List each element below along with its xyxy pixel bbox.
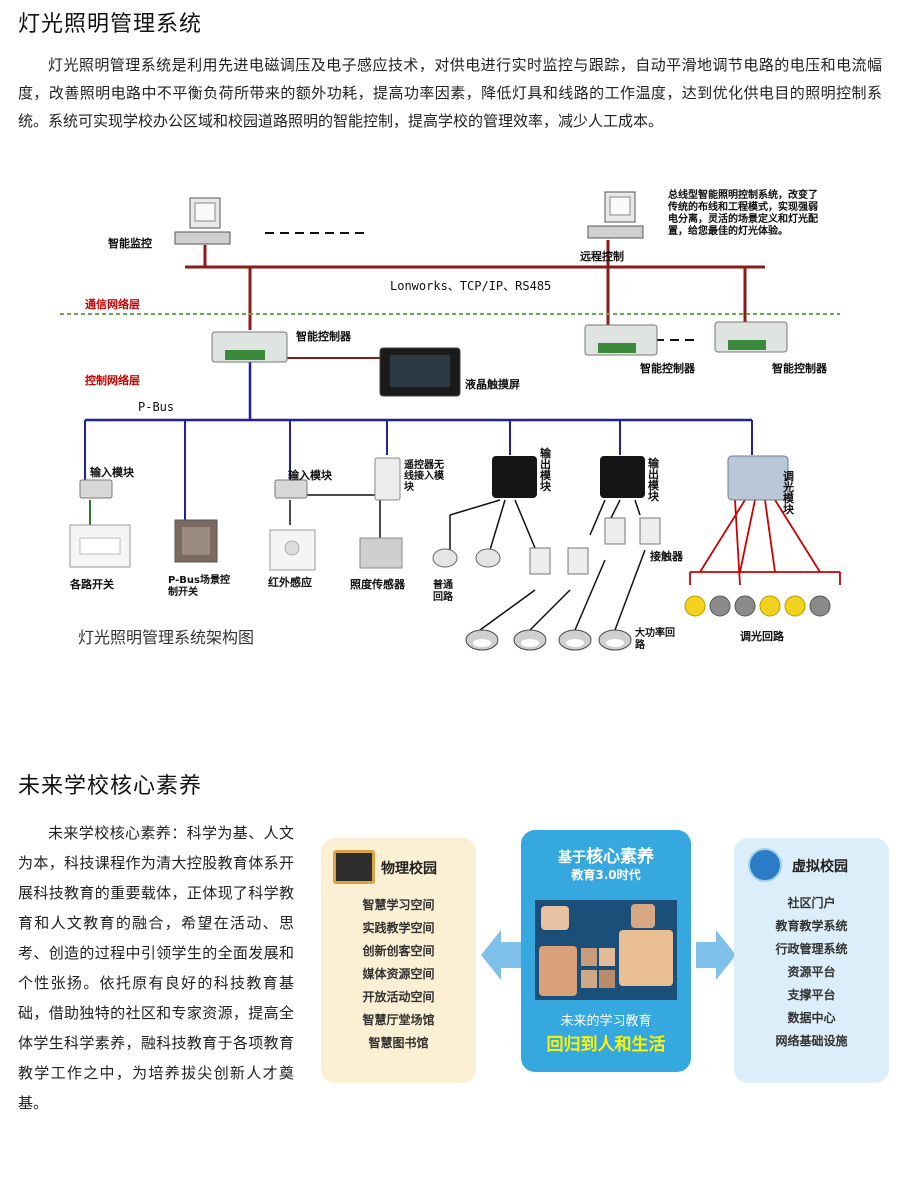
physical-item: 创新创客空间 — [362, 944, 435, 958]
label-smart-controller-main: 智能控制器 — [296, 330, 351, 343]
wireless-module-icon — [374, 457, 401, 501]
downlight-1-icon — [465, 629, 499, 651]
center-bottom-line2: 回归到人和生活 — [546, 1035, 666, 1055]
arrow-left-icon — [481, 930, 521, 980]
spot-lamp-1-icon — [432, 548, 458, 568]
core-literacy-paragraph: 未来学校核心素养：科学为基、人文为本，科技课程作为清大控股教育体系开展科技教育的… — [18, 824, 294, 1112]
label-comm-layer: 通信网络层 — [85, 298, 140, 311]
physical-item: 媒体资源空间 — [362, 967, 435, 981]
virtual-item: 资源平台 — [787, 965, 836, 979]
label-dimming-module: 调光模块 — [783, 470, 794, 516]
infrared-sensor-icon — [269, 529, 316, 571]
contactor-2-icon — [567, 547, 589, 575]
label-pbus-scene: P-Bus场景控制开关 — [168, 575, 230, 598]
virtual-item: 教育教学系统 — [775, 919, 848, 933]
controller-2-icon — [584, 324, 658, 356]
contactor-4-icon — [639, 517, 661, 545]
label-ctrl-layer: 控制网络层 — [85, 374, 140, 387]
physical-campus-list: 智慧学习空间 实践教学空间 创新创客空间 媒体资源空间 开放活动空间 智慧厅堂场… — [321, 894, 476, 1055]
label-pbus: P-Bus — [138, 400, 175, 414]
arrow-right-icon — [696, 930, 736, 980]
label-dimming-circuit: 调光回路 — [740, 630, 784, 643]
diagram-caption: 灯光照明管理系统架构图 — [78, 628, 255, 647]
label-output-module-1: 输出模块 — [540, 447, 551, 493]
downlight-3-icon — [558, 629, 592, 651]
label-input-module-1: 输入模块 — [90, 466, 134, 479]
center-title-prefix: 基于 — [558, 850, 586, 866]
label-smart-monitor: 智能监控 — [108, 237, 152, 250]
dimming-bulbs-icon — [684, 595, 831, 617]
output-module-2-icon — [600, 456, 645, 498]
center-subtitle: 教育3.0时代 — [571, 868, 641, 882]
remote-computer-icon — [587, 191, 644, 239]
label-lcd-touch: 液晶触摸屏 — [465, 378, 520, 391]
label-smart-controller-3: 智能控制器 — [772, 362, 827, 375]
dimming-module-icon — [727, 455, 789, 501]
lighting-architecture-diagram: 智能监控 远程控制 总线型智能照明控制系统，改变了传统的布线和工程模式，实现强弱… — [60, 180, 860, 670]
downlight-4-icon — [598, 629, 632, 651]
virtual-campus-title: 虚拟校园 — [792, 859, 848, 875]
illuminance-sensor-icon — [359, 537, 403, 569]
multi-switch-icon — [69, 524, 131, 568]
pbus-scene-switch-icon — [174, 519, 218, 563]
virtual-item: 支撑平台 — [787, 988, 836, 1002]
monitor-computer-icon — [174, 197, 231, 245]
core-literacy-panel: 基于核心素养 教育3.0时代 未来的学习教育 回归到人和生活 — [521, 830, 691, 1072]
label-illuminance: 照度传感器 — [350, 578, 405, 591]
physical-item: 开放活动空间 — [362, 990, 435, 1004]
physical-item: 智慧图书馆 — [368, 1036, 429, 1050]
controller-main-icon — [211, 331, 288, 363]
physical-item: 智慧厅堂场馆 — [362, 1013, 435, 1027]
center-bottom-line1: 未来的学习教育 — [560, 1014, 652, 1029]
contactor-3-icon — [604, 517, 626, 545]
label-output-module-2: 输出模块 — [648, 457, 659, 503]
virtual-item: 数据中心 — [787, 1011, 836, 1025]
virtual-campus-panel: 虚拟校园 社区门户 教育教学系统 行政管理系统 资源平台 支撑平台 数据中心 网… — [734, 838, 889, 1083]
virtual-item: 行政管理系统 — [775, 942, 848, 956]
center-title-highlight: 核心素养 — [586, 847, 654, 867]
input-module-2-icon — [274, 479, 308, 499]
spot-lamp-2-icon — [475, 548, 501, 568]
physical-item: 实践教学空间 — [362, 921, 435, 935]
output-module-1-icon — [492, 456, 537, 498]
input-module-1-icon — [79, 479, 113, 499]
section-title-core-literacy: 未来学校核心素养 — [18, 774, 203, 799]
future-school-infographic: 物理校园 智慧学习空间 实践教学空间 创新创客空间 媒体资源空间 开放活动空间 … — [316, 830, 896, 1090]
physical-item: 智慧学习空间 — [362, 898, 435, 912]
label-remote-wireless: 遥控器无线接入模块 — [404, 460, 444, 493]
physical-campus-title: 物理校园 — [381, 861, 437, 877]
physical-campus-panel: 物理校园 智慧学习空间 实践教学空间 创新创客空间 媒体资源空间 开放活动空间 … — [321, 838, 476, 1083]
label-multi-switch: 各路开关 — [70, 578, 114, 591]
label-contactor: 接触器 — [650, 550, 683, 563]
virtual-item: 社区门户 — [787, 896, 836, 910]
label-input-module-2: 输入模块 — [288, 469, 332, 482]
center-title: 基于核心素养 — [521, 842, 691, 867]
label-infrared: 红外感应 — [268, 576, 312, 589]
blackboard-icon — [333, 850, 375, 884]
label-remote-control: 远程控制 — [580, 250, 624, 263]
controller-3-icon — [714, 321, 788, 353]
virtual-item: 网络基础设施 — [775, 1034, 848, 1048]
label-normal-circuit: 普通回路 — [433, 580, 453, 603]
section-title-lighting: 灯光照明管理系统 — [18, 12, 203, 37]
students-photo-collage — [535, 900, 677, 1000]
contactor-1-icon — [529, 547, 551, 575]
lighting-intro-paragraph: 灯光照明管理系统是利用先进电磁调压及电子感应技术，对供电进行实时监控与跟踪，自动… — [18, 56, 882, 130]
virtual-campus-list: 社区门户 教育教学系统 行政管理系统 资源平台 支撑平台 数据中心 网络基础设施 — [734, 892, 889, 1053]
label-smart-controller-2: 智能控制器 — [640, 362, 695, 375]
globe-icon — [748, 848, 782, 882]
downlight-2-icon — [513, 629, 547, 651]
label-protocols: Lonworks、TCP/IP、RS485 — [390, 279, 552, 293]
label-high-power: 大功率回路 — [635, 628, 675, 651]
label-bus-note: 总线型智能照明控制系统，改变了传统的布线和工程模式，实现强弱电分离，灵活的场景定… — [668, 190, 818, 237]
lcd-touchscreen-icon — [379, 347, 461, 397]
